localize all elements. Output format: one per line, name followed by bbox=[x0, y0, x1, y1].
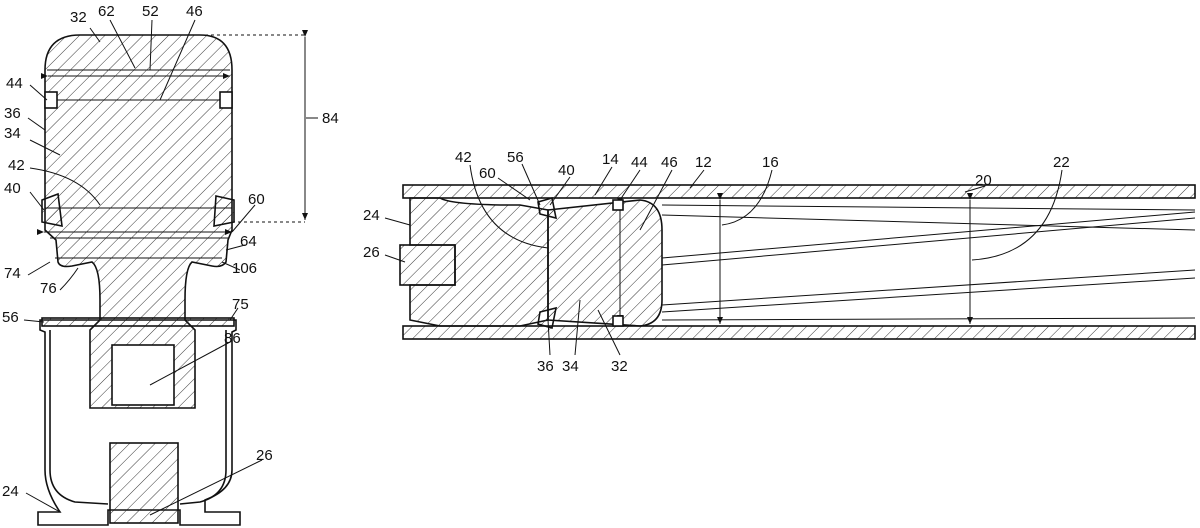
label: 56 bbox=[507, 149, 524, 166]
label: 56 bbox=[2, 309, 19, 326]
label: 75 bbox=[232, 296, 249, 313]
label: 32 bbox=[70, 9, 87, 26]
label: 46 bbox=[186, 3, 203, 20]
label: 12 bbox=[695, 154, 712, 171]
label: 76 bbox=[40, 280, 57, 297]
label: 14 bbox=[602, 151, 619, 168]
label: 86 bbox=[224, 330, 241, 347]
label: 62 bbox=[98, 3, 115, 20]
label: 26 bbox=[363, 244, 380, 261]
label: 34 bbox=[4, 125, 21, 142]
label: 24 bbox=[2, 483, 19, 500]
ring-40-right bbox=[213, 195, 235, 227]
label: 40 bbox=[558, 162, 575, 179]
label: 32 bbox=[611, 358, 628, 375]
label: 60 bbox=[479, 165, 496, 182]
rim-56-75 bbox=[41, 317, 235, 327]
barrel-wall-bottom bbox=[402, 325, 1196, 340]
label: 44 bbox=[631, 154, 648, 171]
right-labels: 42 56 60 40 14 44 46 12 16 20 22 24 26 3… bbox=[363, 149, 1070, 375]
right-figure-barrel-assembly bbox=[399, 184, 1196, 340]
cavity-86 bbox=[111, 344, 175, 406]
label: 20 bbox=[975, 172, 992, 189]
label: 42 bbox=[455, 149, 472, 166]
projectile-32 bbox=[547, 199, 663, 327]
label: 40 bbox=[4, 180, 21, 197]
label: 34 bbox=[562, 358, 579, 375]
label: 64 bbox=[240, 233, 257, 250]
label: 44 bbox=[6, 75, 23, 92]
firing-pin-26 bbox=[399, 244, 456, 286]
label: 52 bbox=[142, 3, 159, 20]
label: 42 bbox=[8, 157, 25, 174]
label: 84 bbox=[322, 110, 339, 127]
barrel-wall-top bbox=[402, 184, 1196, 199]
left-figure-projectile-cartridge bbox=[37, 30, 308, 526]
label: 60 bbox=[248, 191, 265, 208]
label: 36 bbox=[4, 105, 21, 122]
seal-44-right bbox=[219, 91, 233, 109]
ring-40-left bbox=[41, 192, 63, 228]
label: 24 bbox=[363, 207, 380, 224]
label: 46 bbox=[661, 154, 678, 171]
primer-26 bbox=[109, 442, 179, 524]
label: 106 bbox=[232, 260, 257, 277]
leader-lines bbox=[23, 19, 1063, 516]
label: 26 bbox=[256, 447, 273, 464]
label: 36 bbox=[537, 358, 554, 375]
label: 74 bbox=[4, 265, 21, 282]
left-labels: 32 62 52 46 44 36 34 84 42 40 60 64 74 7… bbox=[2, 3, 339, 500]
label: 16 bbox=[762, 154, 779, 171]
label: 22 bbox=[1053, 154, 1070, 171]
seal-44-left bbox=[44, 91, 58, 109]
